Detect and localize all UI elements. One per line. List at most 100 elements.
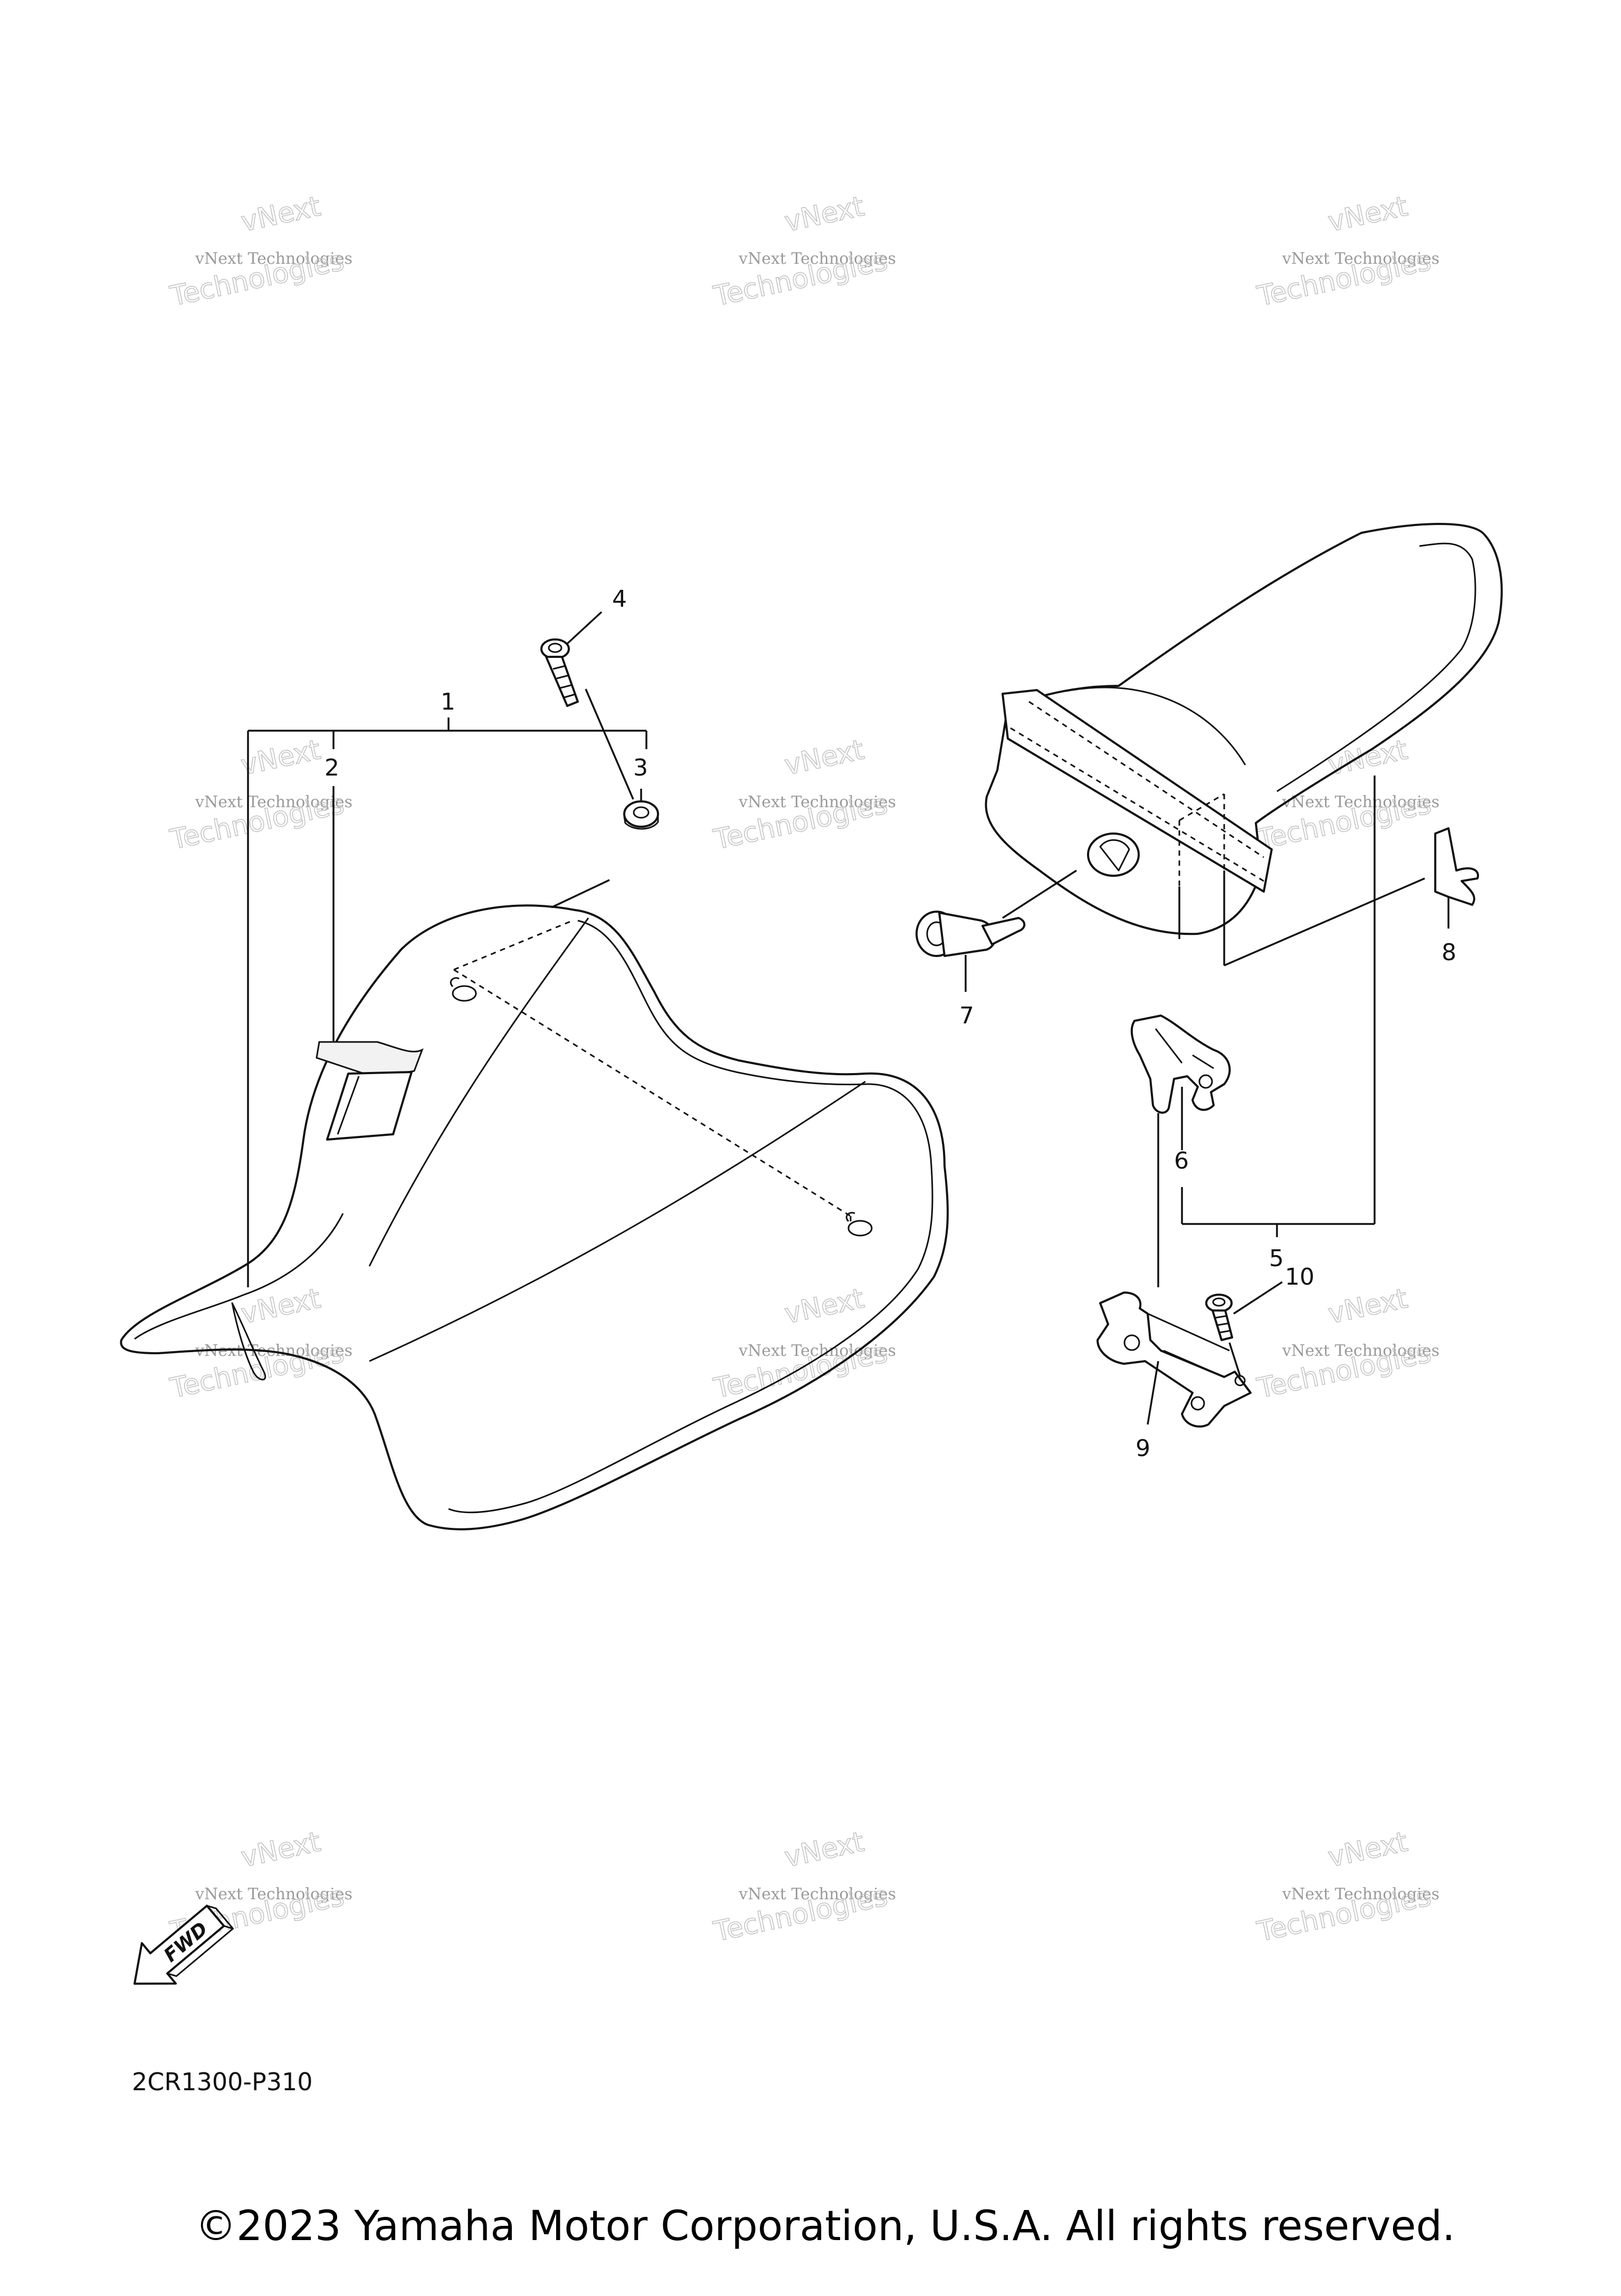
callout-8: 8 bbox=[1442, 939, 1456, 966]
watermark-line2: vNext Technologies bbox=[1282, 793, 1439, 811]
bolt-thread bbox=[552, 665, 576, 699]
watermark: vNext vNext Technologies Technologies bbox=[1254, 1825, 1439, 1948]
watermark-line2: vNext Technologies bbox=[195, 1885, 352, 1903]
washer-side bbox=[623, 815, 659, 830]
watermark-line1: vNext bbox=[782, 1283, 867, 1330]
screw-head bbox=[1205, 1294, 1233, 1313]
screw-shank bbox=[1212, 1309, 1233, 1341]
watermark-line1: vNext bbox=[782, 190, 867, 238]
passenger-seat-ridge bbox=[1276, 542, 1476, 792]
watermark-line2: vNext Technologies bbox=[738, 793, 896, 811]
part-9-bracket bbox=[1096, 1292, 1252, 1428]
passenger-seat-top-edge bbox=[1065, 686, 1246, 766]
mounting-line bbox=[453, 920, 573, 971]
bracket-edge bbox=[1147, 1313, 1230, 1378]
rider-seat-outline bbox=[120, 904, 949, 1530]
lock-hole-inner bbox=[1099, 839, 1130, 872]
copyright-notice: ©2023 Yamaha Motor Corporation, U.S.A. A… bbox=[195, 2203, 1455, 2250]
watermark: vNext vNext Technologies Technologies bbox=[167, 733, 352, 856]
callout-leader-4 bbox=[566, 611, 603, 645]
callout-4: 4 bbox=[612, 586, 627, 613]
part-6-hook bbox=[1130, 1015, 1231, 1287]
bolt-head bbox=[540, 638, 570, 659]
watermark-line1: vNext bbox=[239, 1283, 323, 1330]
bracket-hole bbox=[1123, 1334, 1140, 1351]
passenger-seat bbox=[985, 523, 1503, 965]
callout-6: 6 bbox=[1174, 1147, 1189, 1174]
watermark-line1: vNext bbox=[239, 190, 323, 238]
passenger-seat-strap bbox=[1002, 689, 1273, 893]
watermark-line1: vNext bbox=[782, 734, 867, 781]
watermark-line1: vNext bbox=[239, 734, 323, 781]
bracket-plate bbox=[1096, 1292, 1252, 1428]
part-8-clip bbox=[1224, 827, 1479, 967]
mounting-line bbox=[453, 969, 851, 1217]
leader-line bbox=[1224, 877, 1425, 967]
watermark-line2: vNext Technologies bbox=[1282, 1342, 1439, 1360]
screw-thread bbox=[1214, 1315, 1232, 1334]
watermark: vNext vNext Technologies Technologies bbox=[710, 1825, 896, 1948]
watermark-line2: vNext Technologies bbox=[738, 250, 896, 268]
part-2-damper bbox=[316, 1041, 424, 1141]
watermark-line2: vNext Technologies bbox=[1282, 250, 1439, 268]
watermark: vNext vNext Technologies Technologies bbox=[1254, 1282, 1439, 1405]
bolt-socket bbox=[548, 643, 562, 653]
fwd-arrow-icon bbox=[134, 1905, 225, 1985]
callout-9: 9 bbox=[1136, 1435, 1150, 1462]
watermark: vNext vNext Technologies Technologies bbox=[167, 190, 352, 313]
watermark: vNext vNext Technologies Technologies bbox=[1254, 190, 1439, 313]
hook-detail bbox=[1155, 1028, 1214, 1069]
callout-2: 2 bbox=[325, 754, 339, 781]
watermark-line1: vNext bbox=[1326, 734, 1410, 781]
rider-seat-inner-edge bbox=[134, 1213, 344, 1340]
callout-3: 3 bbox=[633, 754, 648, 781]
watermark-line2: vNext Technologies bbox=[195, 793, 352, 811]
callout-labels: 4 1 2 3 7 8 6 5 10 9 bbox=[325, 586, 1456, 1462]
part-7-lock bbox=[916, 869, 1077, 992]
bolt-shank bbox=[545, 656, 579, 707]
passenger-seat-outline bbox=[985, 523, 1503, 935]
fwd-arrow-depth bbox=[167, 1905, 234, 1977]
mount-hole-lip bbox=[450, 977, 460, 988]
watermark-line2: vNext Technologies bbox=[1282, 1885, 1439, 1903]
leader-line bbox=[551, 879, 610, 908]
mount-hole bbox=[452, 985, 477, 1002]
part-3-washer bbox=[623, 800, 659, 830]
watermark: vNext vNext Technologies Technologies bbox=[710, 190, 896, 313]
damper-top bbox=[316, 1041, 424, 1075]
clip-body bbox=[1434, 827, 1479, 906]
leader-line bbox=[1228, 1342, 1241, 1376]
rider-seat-crease bbox=[368, 917, 589, 1267]
callout-1: 1 bbox=[441, 688, 455, 715]
diagram-code: 2CR1300-P310 bbox=[132, 2068, 313, 2096]
watermark: vNext vNext Technologies Technologies bbox=[710, 733, 896, 856]
leader-line bbox=[585, 688, 634, 800]
watermark-line2: vNext Technologies bbox=[738, 1342, 896, 1360]
callout-5: 5 bbox=[1269, 1245, 1284, 1272]
washer-outer bbox=[623, 800, 659, 828]
washer-hole bbox=[633, 806, 650, 819]
watermark-line1: vNext bbox=[1326, 1826, 1410, 1873]
rider-seat bbox=[120, 879, 949, 1530]
watermark-line1: vNext bbox=[1326, 190, 1410, 238]
watermark-line1: vNext bbox=[239, 1826, 323, 1873]
bracket-hole bbox=[1190, 1396, 1205, 1411]
watermark-line2: vNext Technologies bbox=[738, 1885, 896, 1903]
watermark-line1: vNext bbox=[782, 1826, 867, 1873]
hook-hole bbox=[1198, 1074, 1213, 1089]
rider-seat-tip bbox=[231, 1302, 266, 1381]
part-10-screw bbox=[1205, 1281, 1283, 1376]
screw-socket bbox=[1212, 1297, 1226, 1307]
leader-line bbox=[1002, 869, 1077, 919]
rider-seat-edge-right bbox=[448, 920, 933, 1514]
callout-leader-9 bbox=[1147, 1361, 1159, 1425]
damper-body bbox=[326, 1071, 413, 1141]
watermark-line2: vNext Technologies bbox=[195, 250, 352, 268]
lock-cam bbox=[981, 917, 1026, 945]
mount-hole bbox=[847, 1220, 873, 1237]
callout-7: 7 bbox=[959, 1002, 974, 1029]
callout-10: 10 bbox=[1285, 1264, 1314, 1290]
rider-seat-crease-rear bbox=[369, 1080, 866, 1362]
damper-edge bbox=[337, 1076, 360, 1135]
